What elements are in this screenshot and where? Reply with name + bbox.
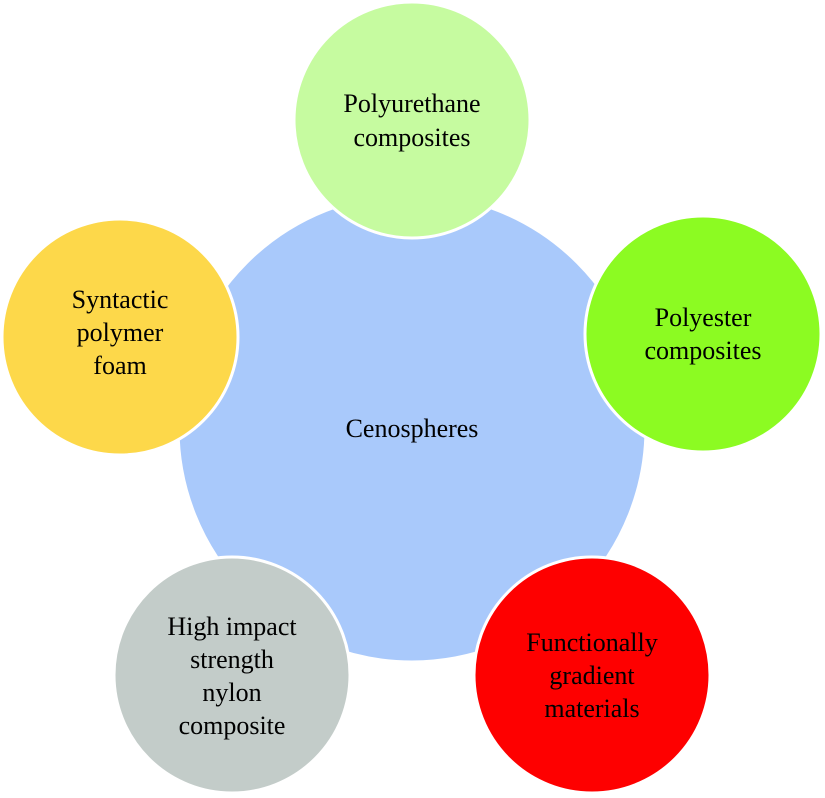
node-label-line: Polyester <box>655 303 752 332</box>
node-label-line: polymer <box>77 318 164 347</box>
node-syntactic-foam: Syntactic polymer foam <box>0 217 240 457</box>
node-label-line: foam <box>93 351 146 380</box>
node-label-line: composite <box>179 711 286 740</box>
node-label-line: Functionally <box>526 628 657 657</box>
node-circle <box>0 217 240 457</box>
node-label-line: Syntactic <box>72 285 169 314</box>
center-label: Cenospheres <box>346 414 479 443</box>
node-label-line: strength <box>190 645 274 674</box>
node-circle <box>472 555 712 795</box>
node-polyurethane: Polyurethane composites <box>292 0 532 240</box>
node-label-line: composites <box>645 336 762 365</box>
node-circle <box>292 0 532 240</box>
node-label-line: materials <box>544 694 639 723</box>
node-circle <box>112 555 352 795</box>
node-nylon-composite: High impact strength nylon composite <box>112 555 352 795</box>
node-label-line: Polyurethane <box>343 89 480 118</box>
node-label-line: High impact <box>167 612 297 641</box>
node-functionally-gradient: Functionally gradient materials <box>472 555 712 795</box>
node-label-line: composites <box>354 123 471 152</box>
node-circle <box>583 214 823 454</box>
node-label-line: gradient <box>549 661 635 690</box>
node-polyester: Polyester composites <box>583 214 823 454</box>
node-label-line: nylon <box>202 678 261 707</box>
